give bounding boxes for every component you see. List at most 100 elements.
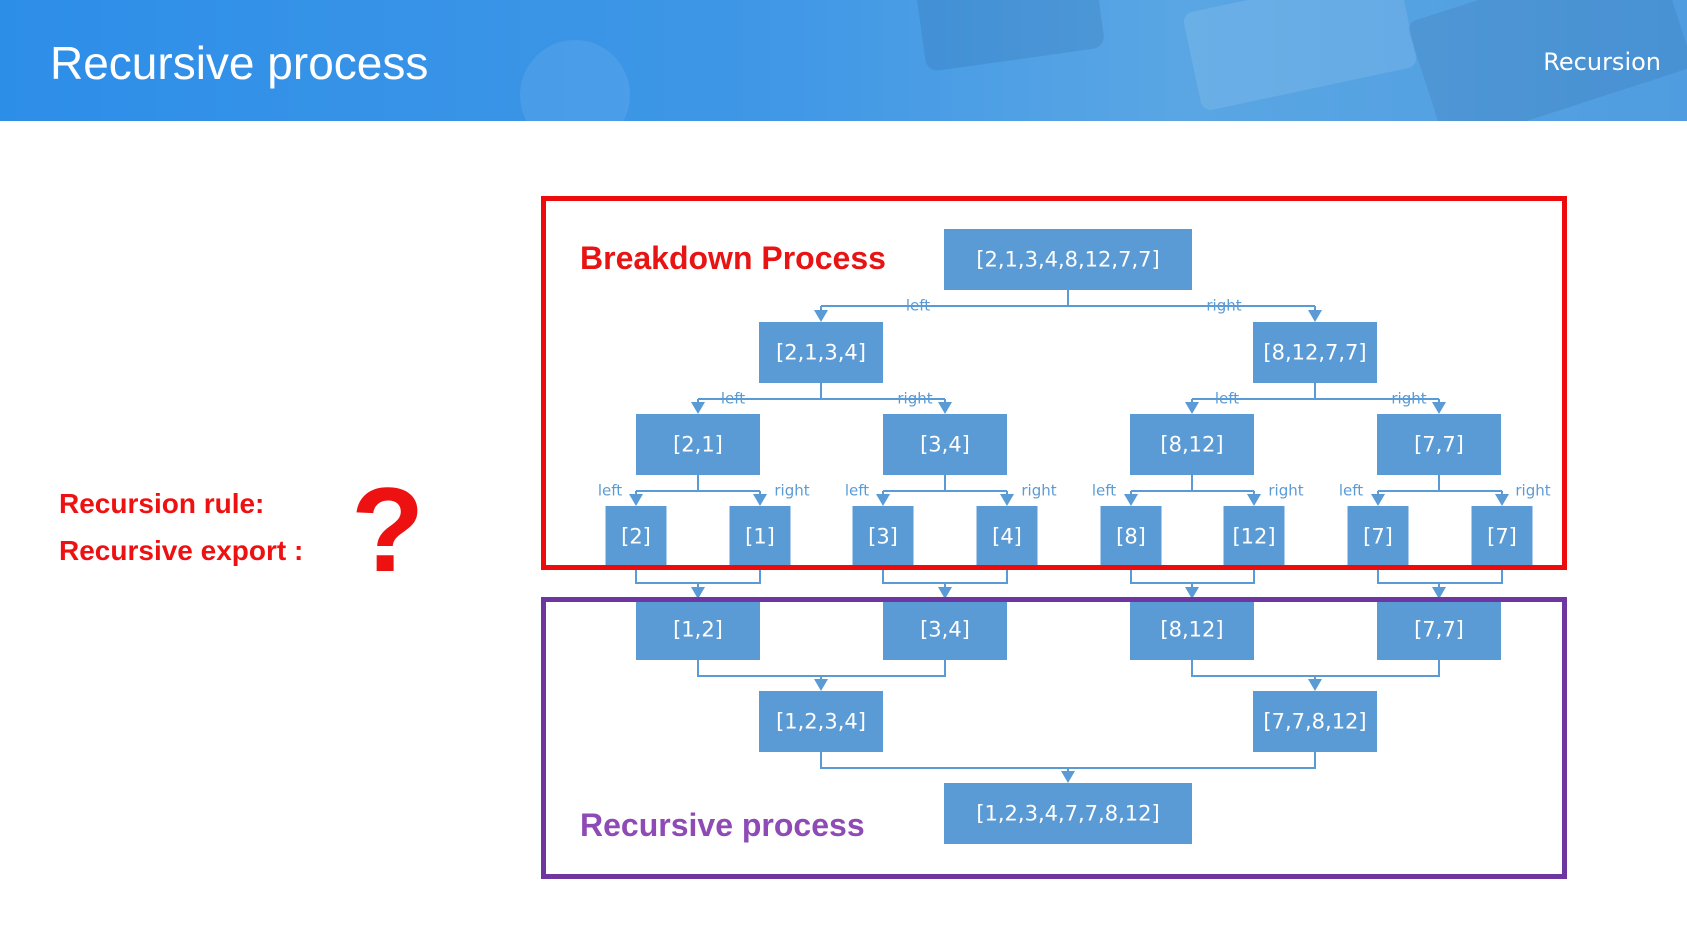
- edge-label-right: right: [1268, 482, 1303, 500]
- recursion-rule-label: Recursion rule:: [59, 488, 265, 519]
- recursive-frame: [541, 597, 1567, 879]
- arrow-head: [814, 679, 828, 691]
- breakdown-process-label: Breakdown Process: [580, 240, 886, 276]
- edge-label-right: right: [1021, 482, 1056, 500]
- array-node-box: [636, 414, 760, 475]
- array-node-box: [976, 506, 1038, 567]
- array-node-box: [852, 506, 914, 567]
- arrow-head: [1185, 402, 1199, 414]
- arrow-head: [876, 494, 890, 506]
- array-node-text: [3,4]: [920, 618, 970, 642]
- array-node-text: [8,12]: [1160, 618, 1223, 642]
- array-node-text: [2,1]: [673, 433, 723, 457]
- array-node-box: [636, 599, 760, 660]
- array-node-box: [729, 506, 791, 567]
- array-node-box: [1130, 414, 1254, 475]
- edge-label-right: right: [1206, 297, 1241, 315]
- arrow-head: [1061, 771, 1075, 783]
- recursive-process-label: Recursive process: [580, 807, 865, 843]
- array-node-text: [4]: [992, 525, 1022, 549]
- edge-label-left: left: [1339, 482, 1363, 500]
- header-decoration: [520, 40, 630, 121]
- edge-label-left: left: [906, 297, 930, 315]
- arrow-head: [691, 402, 705, 414]
- page-title: Recursive process: [50, 37, 429, 89]
- arrow-head: [1371, 494, 1385, 506]
- edge-label-left: left: [1092, 482, 1116, 500]
- edge-label-left: left: [721, 390, 745, 408]
- array-node-box: [1253, 322, 1377, 383]
- array-node: [7]: [1471, 506, 1533, 567]
- array-node: [3,4]: [883, 414, 1007, 475]
- array-node-box: [1253, 691, 1377, 752]
- array-node-text: [8,12]: [1160, 433, 1223, 457]
- edge-label-right: right: [774, 482, 809, 500]
- array-node-text: [7]: [1487, 525, 1517, 549]
- array-node: [8]: [1100, 506, 1162, 567]
- arrow-head: [1247, 494, 1261, 506]
- array-node-box: [605, 506, 667, 567]
- arrow-head: [1308, 310, 1322, 322]
- array-node-box: [883, 414, 1007, 475]
- array-node: [7,7]: [1377, 599, 1501, 660]
- array-node-text: [7,7]: [1414, 618, 1464, 642]
- array-node-text: [3,4]: [920, 433, 970, 457]
- arrow-head: [1495, 494, 1509, 506]
- array-node: [2]: [605, 506, 667, 567]
- array-node-text: [1,2,3,4]: [776, 710, 866, 734]
- array-node-text: [2,1,3,4,8,12,7,7]: [976, 248, 1159, 272]
- arrow-head: [691, 587, 705, 599]
- arrow-head: [629, 494, 643, 506]
- array-node-text: [1,2,3,4,7,7,8,12]: [976, 802, 1159, 826]
- array-node-box: [759, 322, 883, 383]
- array-node-box: [1100, 506, 1162, 567]
- array-node: [1,2]: [636, 599, 760, 660]
- array-node-text: [8]: [1116, 525, 1146, 549]
- array-node: [8,12,7,7]: [1253, 322, 1377, 383]
- array-node-box: [883, 599, 1007, 660]
- arrow-head: [938, 587, 952, 599]
- array-node: [1,2,3,4,7,7,8,12]: [944, 783, 1192, 844]
- edge-label-layer: left right left right left right left right left…: [598, 297, 1551, 500]
- array-node: [7]: [1347, 506, 1409, 567]
- section-tag: Recursion: [1543, 48, 1661, 76]
- array-node-box: [944, 783, 1192, 844]
- array-node-text: [12]: [1232, 525, 1275, 549]
- array-node-box: [1223, 506, 1285, 567]
- arrow-head: [1432, 402, 1446, 414]
- array-node-text: [1,2]: [673, 618, 723, 642]
- array-node-box: [944, 229, 1192, 290]
- array-node: [8,12]: [1130, 414, 1254, 475]
- connector-layer: [629, 290, 1509, 783]
- edge-label-right: right: [1391, 390, 1426, 408]
- array-node: [4]: [976, 506, 1038, 567]
- node-layer: [2,1,3,4,8,12,7,7] [2,1,3,4] [8,12,7,7] [2,…: [605, 229, 1533, 844]
- array-node: [1,2,3,4]: [759, 691, 883, 752]
- arrow-head: [1185, 587, 1199, 599]
- edge-label-left: left: [598, 482, 622, 500]
- arrow-head: [814, 310, 828, 322]
- arrow-head: [1000, 494, 1014, 506]
- arrow-head: [753, 494, 767, 506]
- array-node-box: [1471, 506, 1533, 567]
- array-node-text: [2]: [621, 525, 651, 549]
- array-node: [7,7,8,12]: [1253, 691, 1377, 752]
- edge-label-left: left: [1215, 390, 1239, 408]
- array-node-text: [8,12,7,7]: [1263, 341, 1366, 365]
- edge-label-right: right: [1515, 482, 1550, 500]
- array-node-text: [7,7]: [1414, 433, 1464, 457]
- array-node-box: [1377, 599, 1501, 660]
- array-node-box: [759, 691, 883, 752]
- array-node: [1]: [729, 506, 791, 567]
- edge-label-right: right: [897, 390, 932, 408]
- array-node: [7,7]: [1377, 414, 1501, 475]
- array-node: [12]: [1223, 506, 1285, 567]
- array-node-text: [3]: [868, 525, 898, 549]
- array-node: [2,1,3,4]: [759, 322, 883, 383]
- array-node-text: [7,7,8,12]: [1263, 710, 1366, 734]
- recursive-export-label: Recursive export :: [59, 535, 304, 566]
- question-mark: ?: [351, 463, 425, 597]
- array-node-text: [1]: [745, 525, 775, 549]
- array-node-box: [1347, 506, 1409, 567]
